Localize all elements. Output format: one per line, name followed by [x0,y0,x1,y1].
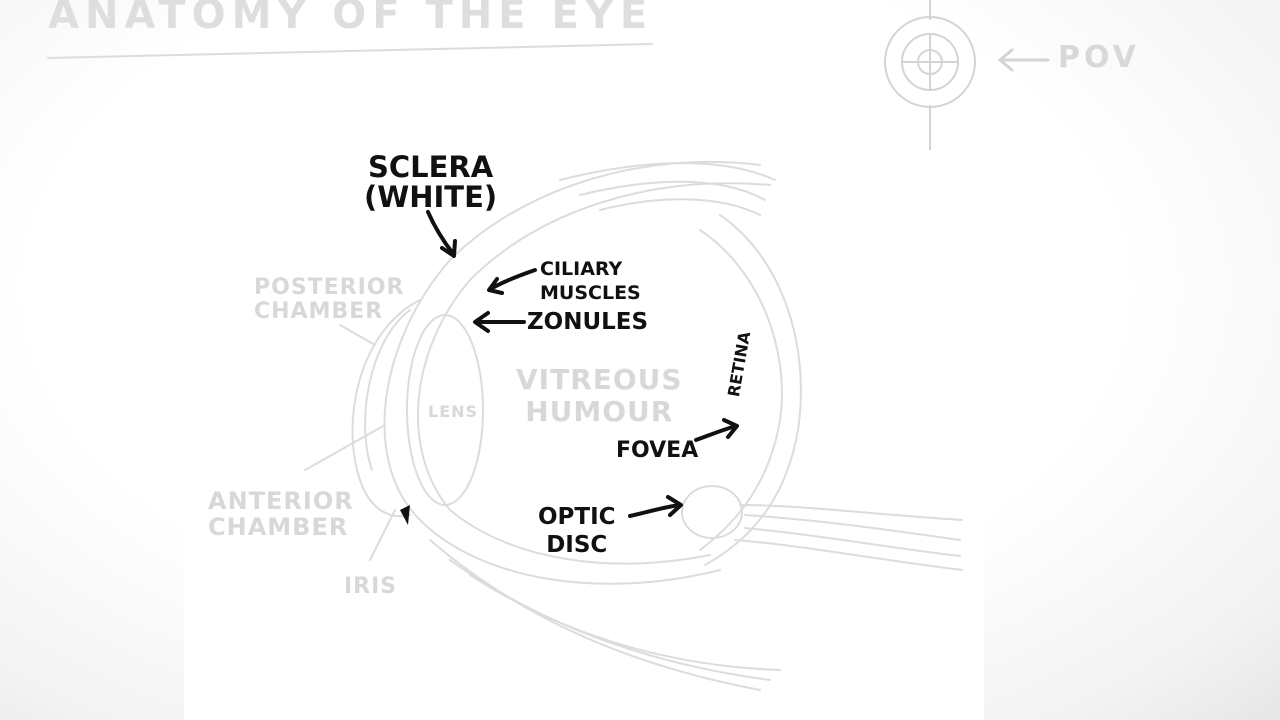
optic-nerve-bottom [735,540,962,570]
label-line: DISC [538,531,616,559]
label-line: MUSCLES [540,281,641,305]
posterior-chamber-label: Posterior Chamber [254,276,404,324]
page-title: Anatomy of the Eye [48,0,653,38]
label-line: Posterior [254,276,404,300]
label-line: SCLERA [364,152,497,182]
iris-label: Iris [344,574,397,599]
zonules-arrow-icon [475,313,524,331]
sclera-arrow-icon [428,212,455,256]
sclera-label: SCLERA (WHITE) [364,152,497,212]
optic-disc-arrow-icon [630,497,681,516]
label-line: OPTIC [538,503,616,531]
zonules-label: ZONULES [527,309,648,335]
cornea [353,300,421,516]
lens-label: Lens [428,402,478,421]
optic-disc-label: OPTIC DISC [538,503,616,559]
ciliary-arrow-icon [489,270,535,293]
pen-mark-icon [400,505,410,525]
label-line: (WHITE) [364,182,497,212]
title-underline [48,44,652,58]
anterior-chamber-label: Anterior Chamber [208,488,354,540]
optic-disc-shape [682,486,742,538]
ciliary-muscles-label: CILIARY MUSCLES [540,257,641,305]
pov-eye-icon [885,0,975,150]
fovea-label: FOVEA [616,438,698,463]
retina-outer [705,215,801,565]
fovea-arrow-icon [696,420,737,440]
label-line: Humour [516,396,683,428]
vitreous-humour-label: Vitreous Humour [516,364,683,428]
label-line: Vitreous [516,364,683,396]
label-line: Chamber [208,514,354,540]
label-line: Chamber [254,300,404,324]
pov-label: POV [1058,40,1140,75]
pov-arrow-icon [1000,50,1048,70]
label-line: CILIARY [540,257,641,281]
label-line: Anterior [208,488,354,514]
